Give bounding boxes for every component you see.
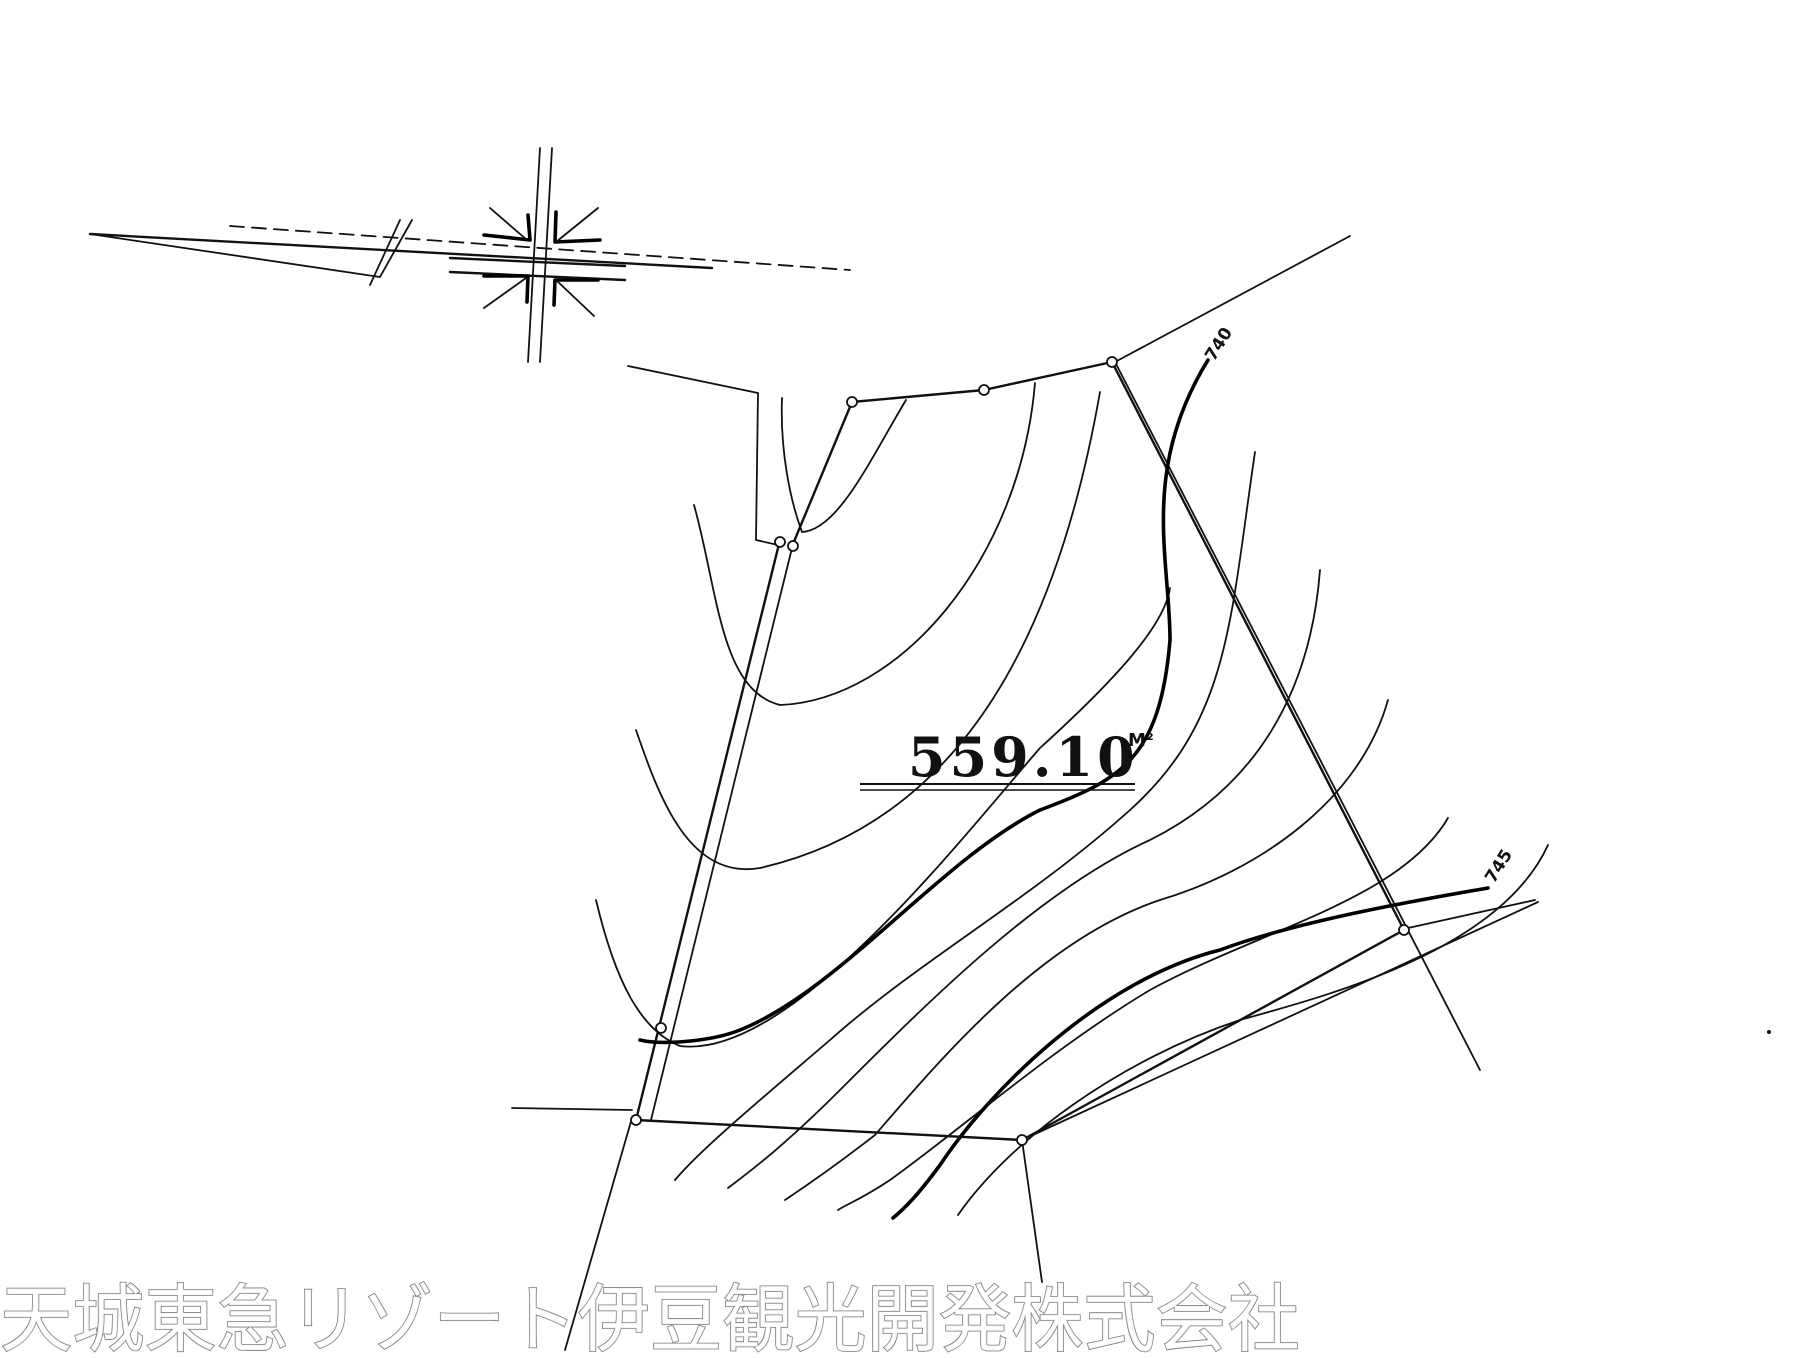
survey-points: [630, 356, 1410, 1146]
company-watermark: 天城東急リゾート伊豆観光開発株式会社: [0, 1277, 1300, 1358]
contour-label-745: 745: [1481, 846, 1517, 887]
adjoining-boundaries: [511, 235, 1539, 1351]
contour-label-740: 740: [1201, 324, 1237, 365]
road-intersection: [88, 147, 851, 363]
area-unit: M²: [1128, 730, 1154, 751]
index-contour-lines: [638, 358, 1490, 1220]
stray-dot: [1767, 1030, 1771, 1034]
area-value: 559.10: [908, 725, 1139, 789]
